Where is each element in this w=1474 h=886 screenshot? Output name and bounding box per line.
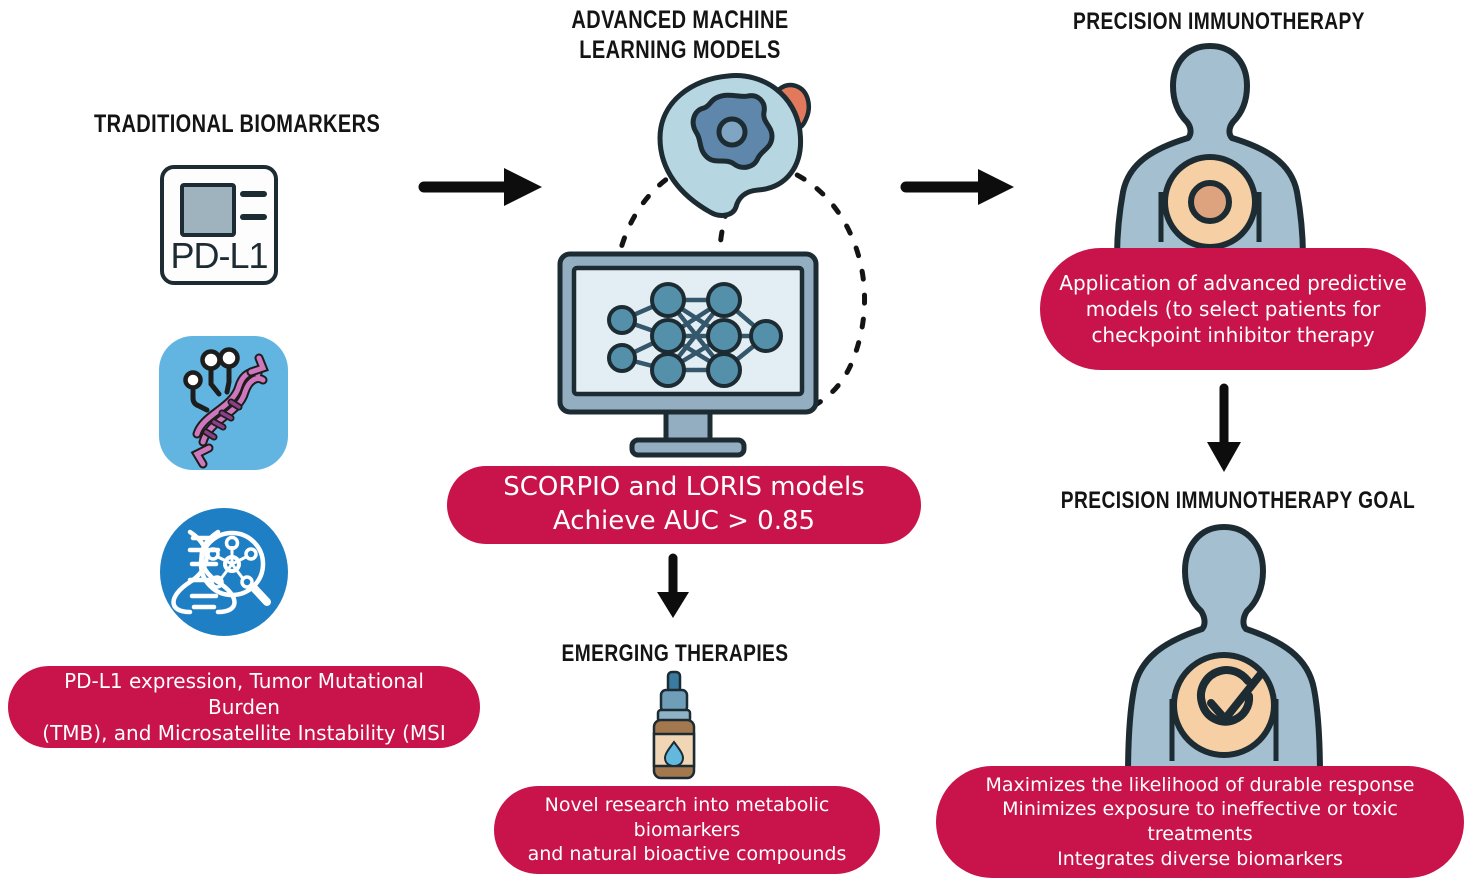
pd-l1-assay-card: PD-L1	[160, 165, 278, 285]
dna-magnifier-tile	[160, 508, 288, 636]
right-top-banner-line2: models (to select patients for	[1085, 297, 1381, 321]
monitor-base	[629, 437, 747, 458]
center-sub-banner: Novel research into metabolic biomarkers…	[494, 786, 880, 874]
torso-arm-lines	[1158, 192, 1262, 242]
neural-network-nodes	[607, 282, 783, 388]
center-banner: SCORPIO and LORIS models Achieve AUC > 0…	[447, 466, 921, 544]
arrow-center-down-to-emerging	[657, 553, 689, 618]
dna-circuit-icon	[183, 347, 269, 469]
left-banner-line2: (TMB), and Microsatellite Instability (M…	[42, 721, 446, 745]
dashed-arc-right	[772, 163, 868, 411]
emerging-therapies-header: EMERGING THERAPIES	[561, 640, 789, 667]
arrow-center-to-right	[900, 169, 1014, 205]
center-sub-banner-line1: Novel research into metabolic biomarkers	[544, 793, 830, 841]
right-bottom-banner-line1: Maximizes the likelihood of durable resp…	[985, 773, 1415, 796]
patient-torso-check-icon	[1124, 523, 1324, 780]
pd-l1-swatch	[180, 183, 236, 237]
checkmark-icon	[1207, 671, 1264, 723]
right-top-banner-line1: Application of advanced predictive	[1059, 271, 1407, 295]
right-bottom-header: PRECISION IMMUNOTHERAPY GOAL	[1060, 487, 1416, 514]
arrow-left-to-center	[418, 168, 542, 206]
left-column-header: TRADITIONAL BIOMARKERS	[94, 110, 381, 138]
tumor-cell-icon	[657, 73, 811, 218]
right-top-header: PRECISION IMMUNOTHERAPY	[1073, 8, 1365, 35]
center-banner-line1: SCORPIO and LORIS models	[503, 472, 865, 503]
left-banner: PD-L1 expression, Tumor Mutational Burde…	[8, 666, 480, 748]
patient-torso-target-icon	[1113, 42, 1307, 261]
dna-magnifier-icon	[171, 529, 271, 615]
arrow-right-top-to-goal	[1207, 383, 1241, 472]
pd-l1-dash-top	[240, 191, 267, 197]
check-ring-arc	[1197, 666, 1254, 726]
dna-circuit-tile	[159, 336, 288, 470]
right-bottom-banner: Maximizes the likelihood of durable resp…	[936, 766, 1464, 878]
neural-network-monitor-icon	[557, 251, 819, 458]
right-top-banner: Application of advanced predictive model…	[1040, 248, 1426, 370]
monitor-neck	[663, 409, 713, 445]
dropper-bulb	[659, 688, 689, 714]
dropper-bottle-icon	[652, 670, 696, 780]
pd-l1-label: PD-L1	[170, 235, 268, 276]
right-bottom-banner-line2: Minimizes exposure to ineffective or tox…	[1002, 798, 1398, 845]
center-header-line1: ADVANCED MACHINE	[571, 6, 789, 34]
target-inner-ring	[1188, 180, 1232, 224]
pd-l1-dash-bottom	[240, 214, 267, 220]
center-banner-line2: Achieve AUC > 0.85	[552, 506, 816, 536]
left-banner-line1: PD-L1 expression, Tumor Mutational Burde…	[64, 669, 424, 719]
droplet-icon	[663, 740, 685, 768]
center-sub-banner-line2: and natural bioactive compounds	[527, 843, 847, 866]
tumor-cell-nucleolus	[716, 116, 748, 148]
right-top-banner-line3: checkpoint inhibitor therapy	[1091, 323, 1375, 347]
center-header-line2: LEARNING MODELS	[579, 36, 781, 64]
right-bottom-banner-line3: Integrates diverse biomarkers	[1057, 847, 1343, 870]
